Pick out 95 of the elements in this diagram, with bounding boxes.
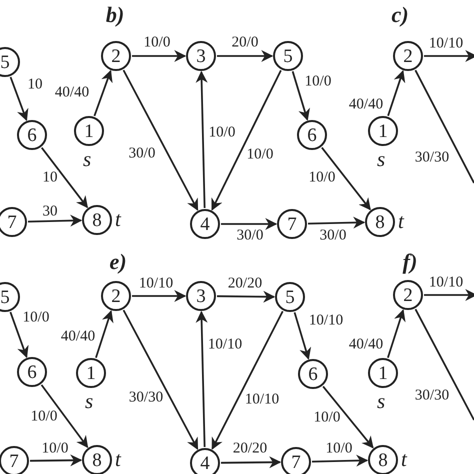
arrow bbox=[387, 70, 406, 116]
node-number: 5 bbox=[283, 46, 293, 66]
node-tag: s bbox=[377, 149, 386, 170]
node-tag: t bbox=[401, 449, 407, 470]
node-number: 4 bbox=[200, 454, 210, 472]
node-number: 3 bbox=[196, 46, 206, 66]
node-circle bbox=[0, 446, 29, 474]
node-number: 1 bbox=[84, 122, 94, 140]
node-circle bbox=[393, 41, 423, 71]
node-circle bbox=[368, 358, 398, 388]
arrow bbox=[217, 50, 274, 62]
arrow bbox=[95, 310, 114, 358]
node-number: 1 bbox=[378, 122, 388, 140]
arrow bbox=[30, 454, 82, 466]
node-circle bbox=[82, 445, 112, 474]
arrow bbox=[28, 214, 82, 227]
panel-label: c) bbox=[391, 4, 409, 26]
node-circle bbox=[186, 41, 216, 71]
node-circle bbox=[368, 116, 398, 146]
node-circle bbox=[277, 209, 307, 239]
arrow bbox=[312, 454, 368, 467]
panel-label: b) bbox=[106, 4, 124, 26]
node-number: 1 bbox=[378, 364, 388, 382]
node-circle bbox=[190, 448, 220, 474]
panel-label: f) bbox=[402, 251, 418, 273]
node-number: 5 bbox=[285, 288, 295, 306]
arrow bbox=[10, 312, 29, 358]
panel-label: e) bbox=[109, 251, 127, 273]
arrow bbox=[122, 310, 198, 450]
node-tag: t bbox=[115, 209, 121, 230]
node-circle bbox=[393, 280, 423, 310]
node-number: 8 bbox=[92, 210, 102, 230]
node-circle bbox=[281, 447, 311, 474]
arrow bbox=[294, 312, 312, 360]
node-circle bbox=[190, 209, 220, 239]
node-tag: s bbox=[377, 391, 386, 412]
arrow bbox=[292, 71, 310, 121]
node-circle bbox=[186, 281, 216, 311]
node-number: 6 bbox=[27, 126, 37, 144]
node-circle bbox=[74, 116, 104, 146]
arrow bbox=[387, 309, 406, 358]
arrow bbox=[196, 310, 208, 448]
arrow bbox=[211, 70, 282, 211]
node-number: 7 bbox=[291, 452, 301, 472]
arrow bbox=[196, 70, 208, 208]
node-number: 8 bbox=[375, 212, 385, 232]
node-number: 8 bbox=[92, 450, 102, 470]
node-number: 5 bbox=[0, 52, 10, 72]
node-tag: t bbox=[115, 449, 121, 470]
node-circle bbox=[273, 41, 303, 71]
node-circle bbox=[298, 359, 328, 389]
node-number: 6 bbox=[307, 126, 317, 144]
node-tag: t bbox=[398, 211, 404, 232]
arrow bbox=[424, 289, 474, 301]
node-number: 3 bbox=[196, 286, 206, 306]
node-circle bbox=[17, 357, 47, 387]
node-circle bbox=[368, 445, 398, 474]
arrow bbox=[132, 50, 186, 62]
arrow bbox=[122, 70, 198, 211]
node-number: 4 bbox=[200, 214, 210, 234]
node-tag: s bbox=[85, 391, 94, 412]
node-circle bbox=[17, 120, 47, 150]
arrow bbox=[424, 50, 474, 62]
node-circle bbox=[275, 282, 305, 312]
node-circle bbox=[0, 207, 27, 237]
node-number: 7 bbox=[287, 214, 297, 234]
node-circle bbox=[365, 207, 395, 237]
arrow bbox=[132, 290, 186, 302]
node-number: 6 bbox=[27, 362, 37, 382]
node-number: 8 bbox=[378, 450, 388, 470]
arrow bbox=[217, 290, 276, 303]
arrow bbox=[10, 76, 28, 122]
arrow bbox=[321, 147, 371, 210]
arrow bbox=[308, 216, 366, 229]
node-tag: s bbox=[83, 149, 92, 170]
node-circle bbox=[297, 120, 327, 150]
arrow bbox=[40, 384, 88, 448]
node-number: 2 bbox=[403, 286, 413, 304]
arrow bbox=[41, 147, 88, 208]
arrow bbox=[94, 70, 113, 116]
node-number: 6 bbox=[308, 364, 318, 384]
node-number: 2 bbox=[403, 46, 413, 66]
node-circle bbox=[101, 281, 131, 311]
node-circle bbox=[76, 358, 106, 388]
node-number: 7 bbox=[7, 212, 17, 232]
node-number: 7 bbox=[9, 452, 19, 470]
arrow bbox=[221, 218, 278, 230]
node-circle bbox=[82, 205, 112, 235]
node-number: 2 bbox=[111, 46, 121, 66]
node-circle bbox=[101, 41, 131, 71]
node-number: 2 bbox=[111, 286, 121, 306]
arrow bbox=[322, 386, 374, 449]
node-number: 5 bbox=[0, 288, 10, 306]
arrow bbox=[211, 310, 284, 450]
node-number: 1 bbox=[86, 364, 96, 382]
